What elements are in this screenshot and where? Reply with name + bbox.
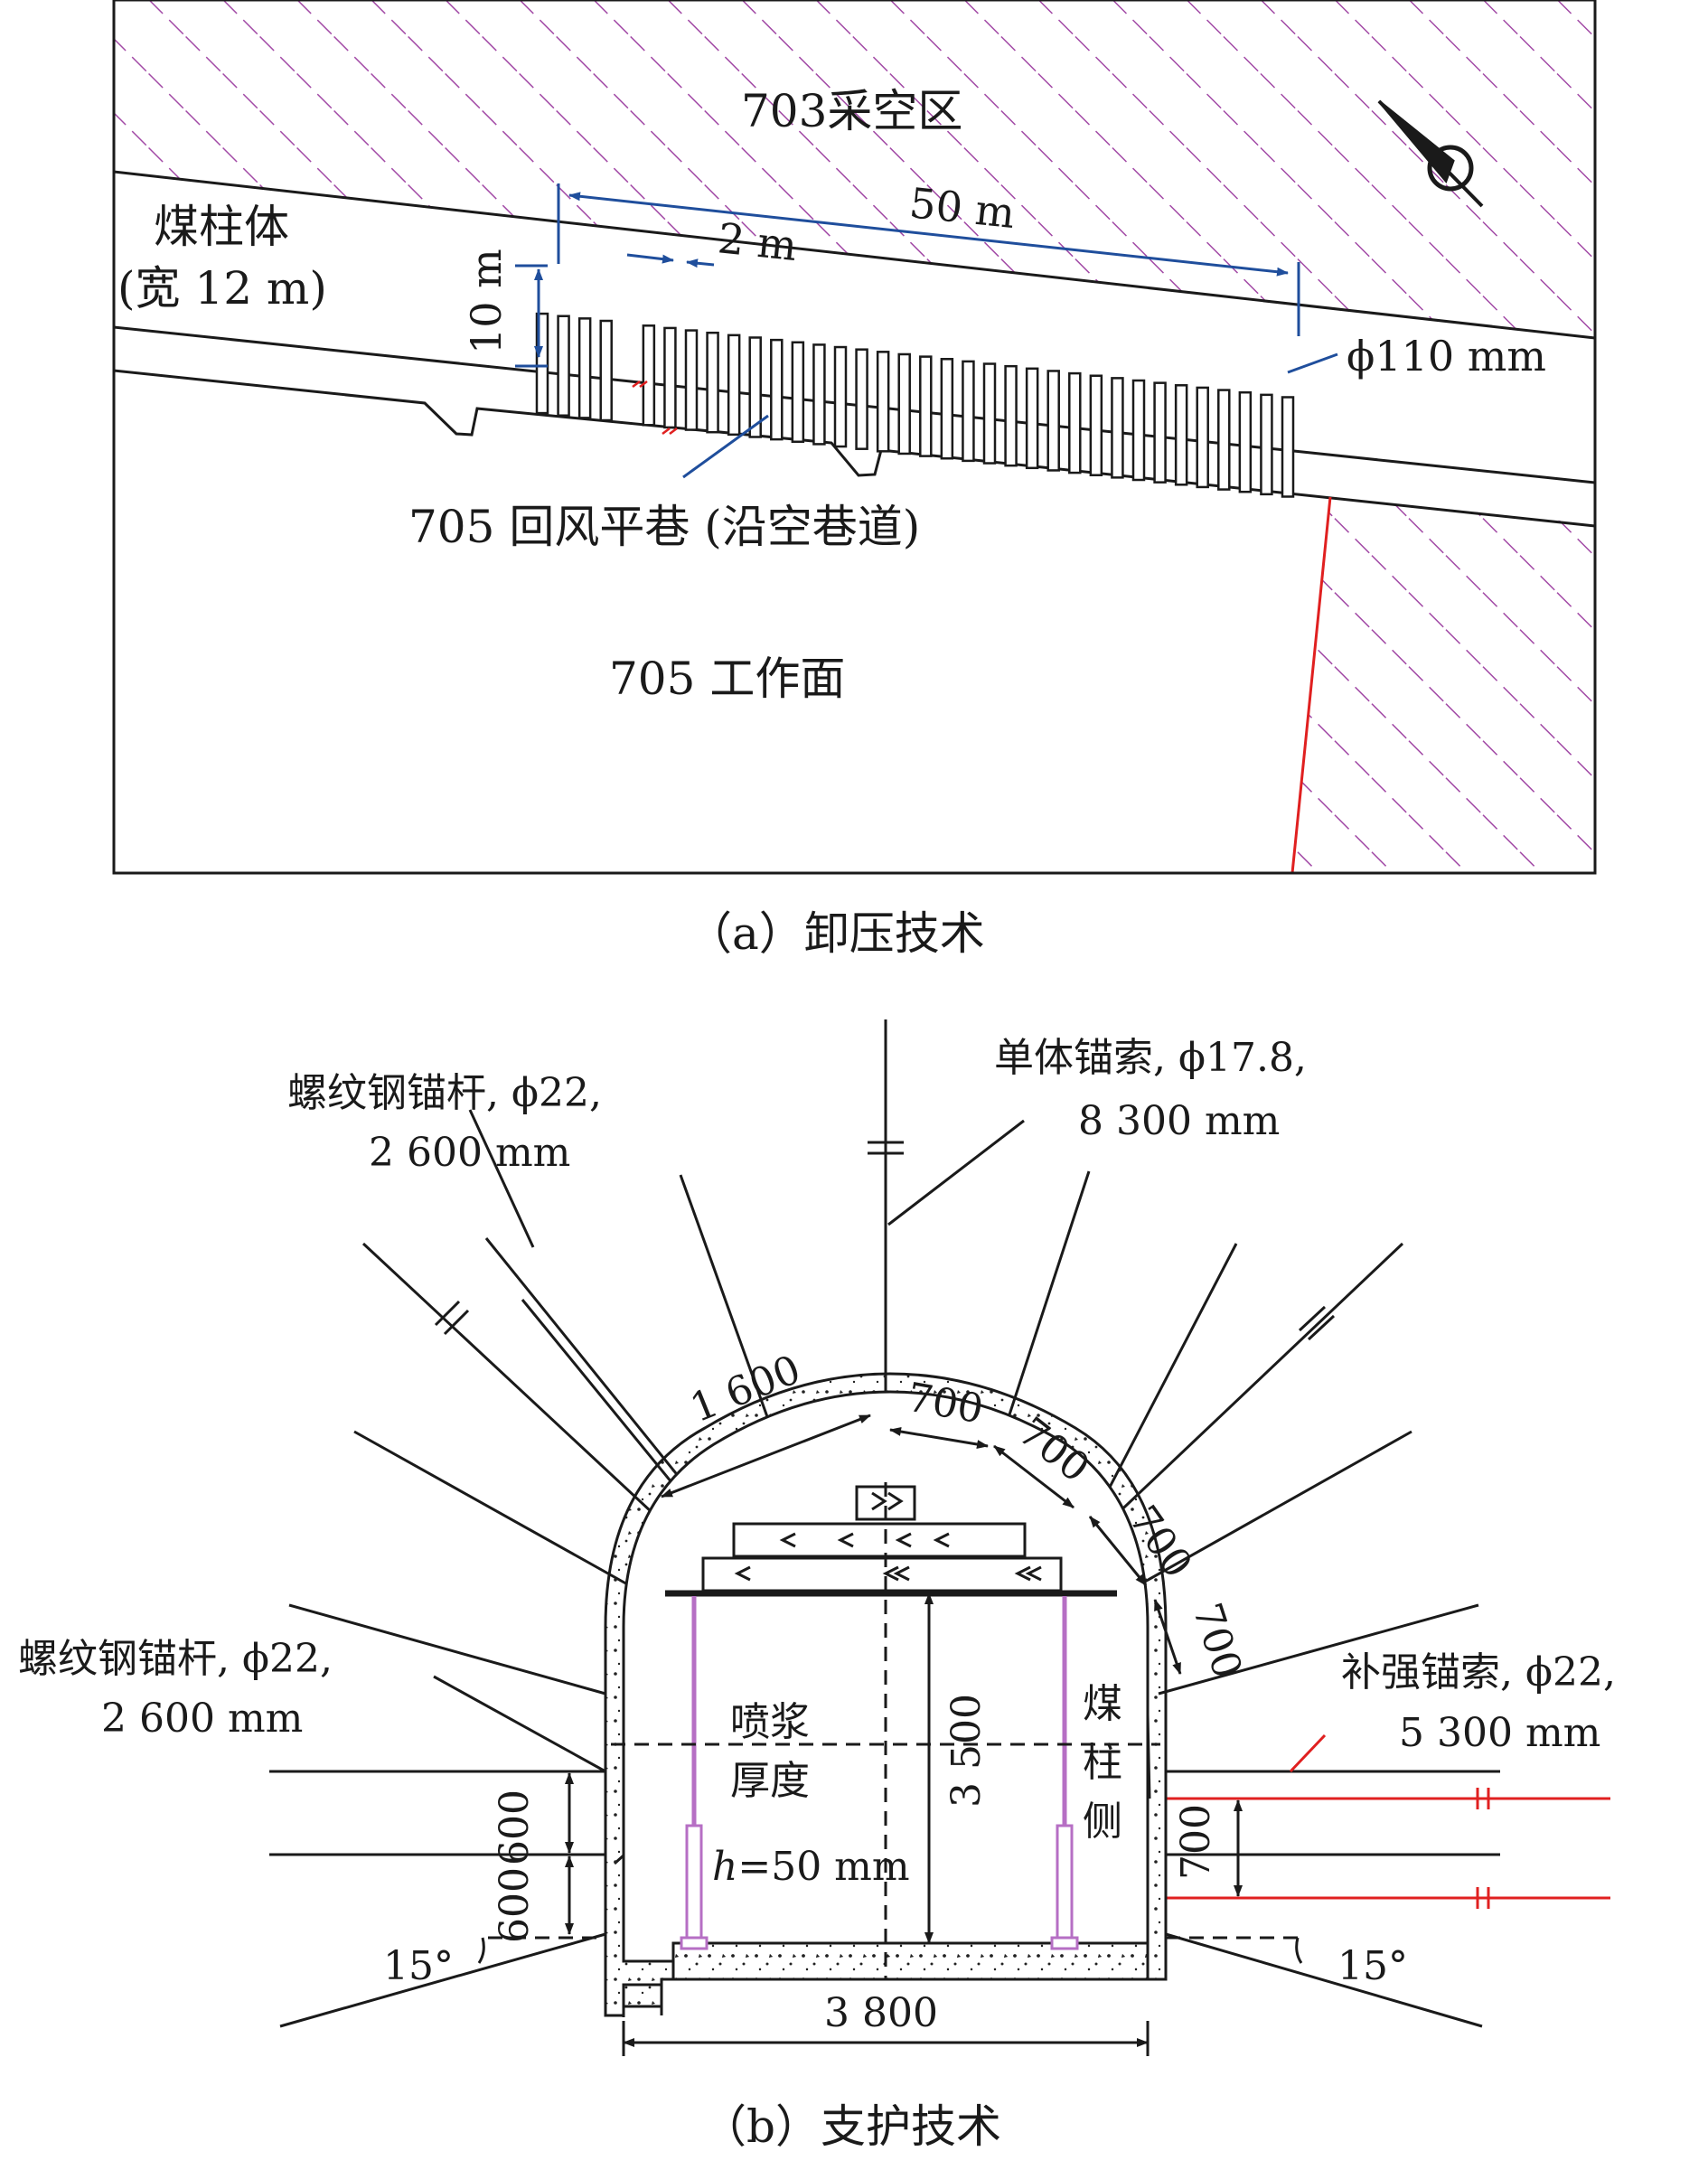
drill-hole	[940, 357, 954, 460]
drill-hole	[833, 345, 848, 448]
dim-700-d: 700	[1184, 1598, 1251, 1685]
hole-depth-label: 10 m	[462, 249, 511, 354]
drill-hole	[876, 351, 890, 453]
drill-hole	[706, 331, 719, 434]
drill-hole	[1281, 396, 1295, 498]
caption-b: （b）支护技术	[701, 2100, 1001, 2153]
dim-600-a: 600	[492, 1790, 538, 1865]
drill-hole	[770, 338, 784, 441]
shotcrete-h-symbol: h	[712, 1844, 737, 1890]
shotcrete-label-2: 厚度	[730, 1758, 810, 1804]
drill-hole	[1174, 384, 1188, 486]
roof-bolt-spec: 螺纹钢锚杆, ϕ22,	[287, 1070, 602, 1116]
drill-hole	[1068, 371, 1082, 474]
panel-a-frame	[112, 0, 1597, 875]
beam-marks	[734, 1491, 1042, 1582]
break-marks	[632, 380, 678, 435]
drill-hole	[1153, 381, 1167, 484]
fault-line	[1290, 496, 1332, 873]
single-props	[680, 1596, 1079, 1950]
angle-right: 15°	[1337, 1943, 1408, 1989]
reinforcement-cables	[1166, 1733, 1610, 1909]
cable-spec: 单体锚索, ϕ17.8,	[994, 1035, 1307, 1081]
pillar-width-label: (宽 12 m)	[117, 262, 327, 315]
pillar-side-1: 煤	[1083, 1681, 1122, 1727]
drill-hole	[1196, 386, 1209, 489]
dim-height: 3 500	[943, 1694, 990, 1808]
reinforce-cable-length: 5 300 mm	[1399, 1710, 1600, 1756]
drill-hole	[748, 336, 762, 438]
shotcrete-h-value: =50 mm	[737, 1844, 909, 1890]
drill-hole	[663, 326, 677, 429]
drill-hole	[982, 362, 997, 465]
drill-hole	[1260, 393, 1273, 496]
angle-left: 15°	[383, 1943, 454, 1989]
pillar-label: 煤柱体	[154, 201, 289, 253]
drill-hole	[577, 317, 592, 419]
caption-a: （a）卸压技术	[687, 907, 985, 960]
gob-label: 703采空区	[741, 85, 962, 137]
drill-hole	[1004, 364, 1018, 467]
shotcrete-label-1: 喷浆	[730, 1699, 810, 1745]
gob-area-lower-right	[1292, 497, 1595, 873]
north-arrow-icon	[1377, 99, 1484, 208]
dim-700-rib: 700	[1173, 1804, 1219, 1880]
drill-hole	[684, 329, 699, 431]
anchor-lines	[269, 1019, 1500, 2028]
drill-hole	[557, 315, 570, 417]
pillar-side-2: 柱	[1083, 1740, 1122, 1786]
drill-hole	[919, 355, 933, 457]
rib-bolt-length: 2 600 mm	[101, 1696, 303, 1742]
rib-bolt-spec: 螺纹钢锚杆, ϕ22,	[18, 1636, 333, 1682]
face-label: 705 工作面	[609, 653, 845, 705]
hole-spacing-label: 2 m	[716, 213, 800, 270]
relief-drill-holes	[535, 312, 1295, 498]
drill-hole	[962, 360, 975, 463]
drill-hole	[599, 319, 613, 422]
drill-hole	[727, 333, 741, 437]
hole-diameter-label: ϕ110 mm	[1347, 332, 1546, 380]
drill-array-length-label: 50 m	[907, 178, 1018, 238]
reinforce-cable-spec: 补强锚索, ϕ22,	[1341, 1649, 1616, 1696]
panel-b-cross-section	[269, 1019, 1610, 2056]
shotcrete-label-3: h=50 mm	[712, 1844, 910, 1890]
drill-hole	[855, 348, 868, 450]
dim-width: 3 800	[824, 1990, 938, 2036]
drill-hole	[791, 341, 805, 444]
drill-hole	[1025, 367, 1039, 470]
drill-hole	[1111, 377, 1124, 479]
drill-hole	[1089, 374, 1103, 476]
drill-hole	[1238, 390, 1253, 493]
pillar-side-3: 侧	[1083, 1799, 1122, 1845]
roof-bolt-length: 2 600 mm	[369, 1130, 570, 1176]
panel-b-dimensions	[477, 1414, 1303, 2056]
drill-hole	[812, 343, 826, 446]
drill-hole	[897, 352, 911, 456]
drill-hole	[1217, 389, 1231, 491]
drill-hole	[642, 324, 656, 427]
drill-hole	[1131, 379, 1146, 482]
panel-a-dimensions	[515, 183, 1338, 479]
drill-hole	[1046, 370, 1060, 472]
cable-length: 8 300 mm	[1078, 1098, 1280, 1144]
roadway-label: 705 回风平巷 (沿空巷道)	[408, 501, 920, 553]
dim-600-b: 600	[492, 1867, 538, 1943]
